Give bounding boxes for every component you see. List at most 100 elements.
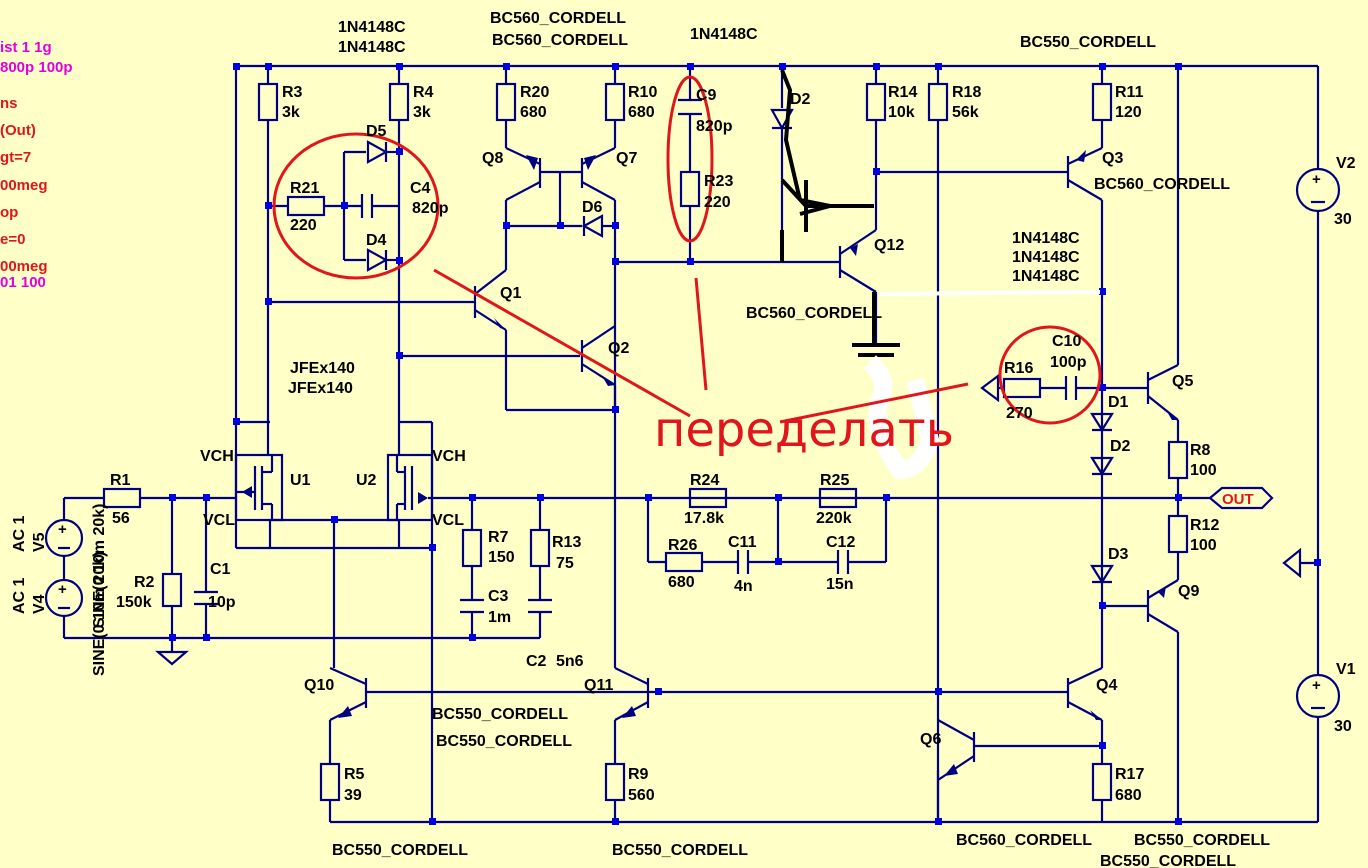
diode-D4: [366, 248, 389, 272]
label: AC 1: [11, 577, 28, 614]
label: D6: [582, 199, 603, 216]
svg-text:+: +: [58, 521, 67, 538]
junction-nodes: [169, 63, 1321, 825]
diode-D5: [366, 140, 389, 164]
label: 1N4148C: [1012, 268, 1080, 285]
label: BC550_CORDELL: [1020, 34, 1156, 51]
capacitor-C13: [528, 598, 552, 614]
label: 680: [668, 574, 695, 591]
resistor-R18: [927, 82, 949, 122]
label: VCH: [200, 448, 234, 465]
label: BC560_CORDELL: [490, 10, 626, 27]
label: R23: [704, 173, 733, 190]
label: 17.8k: [684, 510, 724, 527]
label: 220: [290, 217, 317, 234]
label: BC550_CORDELL: [1100, 853, 1236, 868]
annotation-text: переделать: [654, 402, 954, 458]
label: 680: [1115, 787, 1142, 804]
transistor-Q7: [580, 147, 616, 201]
label: BC550_CORDELL: [612, 842, 748, 859]
label: D2: [790, 91, 811, 108]
diode-D3: [1090, 564, 1114, 585]
directive-line: 800p 100p: [0, 59, 73, 76]
label: BC560_CORDELL: [1094, 176, 1230, 193]
label: R4: [413, 84, 434, 101]
label: Q2: [608, 340, 629, 357]
label: R26: [668, 537, 697, 554]
label: Q12: [874, 237, 904, 254]
label: JFEx140: [290, 360, 355, 377]
ground-icon: [155, 650, 189, 666]
label: R3: [282, 84, 303, 101]
resistor-R4: [388, 82, 410, 122]
resistor-R10: [604, 82, 626, 122]
directive-line: e=0: [0, 231, 25, 248]
label: R18: [952, 84, 981, 101]
transistor-Q3: [1066, 147, 1103, 201]
label: C10: [1052, 333, 1081, 350]
label: 1N4148C: [338, 19, 406, 36]
resistor-R17: [1091, 762, 1113, 802]
capacitor-C10: [1064, 376, 1078, 400]
label: 820p: [696, 118, 733, 135]
resistor-R26: [664, 551, 704, 573]
transistor-Q9: [1146, 579, 1179, 633]
label: Q5: [1172, 373, 1193, 390]
resistor-R20: [495, 82, 517, 122]
label: 100: [1190, 537, 1217, 554]
label: R16: [1004, 360, 1033, 377]
wires: [62, 64, 1320, 824]
label: 120: [1115, 104, 1142, 121]
label: 220: [704, 194, 731, 211]
source-V1: +: [1295, 673, 1341, 719]
label: JFEx140: [288, 380, 353, 397]
capacitor-C1: [194, 590, 218, 606]
label: 150k: [116, 594, 152, 611]
label: 3k: [413, 104, 431, 121]
label: C9: [696, 87, 717, 104]
transistor-Q1: [473, 269, 507, 331]
capacitor-C11: [736, 550, 750, 574]
ground-symbols: [155, 373, 1302, 666]
transistor-Q10: [329, 666, 368, 721]
source-V4: +: [44, 578, 84, 618]
hand-edits: [780, 69, 1101, 480]
label: 5n6: [556, 653, 584, 670]
resistor-R1: [102, 487, 142, 509]
label: BC550_CORDELL: [432, 706, 568, 723]
label: Q4: [1096, 677, 1117, 694]
resistor-R7: [461, 528, 483, 568]
label: 39: [344, 787, 362, 804]
label: BC550_CORDELL: [436, 733, 572, 750]
label: D3: [1108, 546, 1129, 563]
label: 150: [488, 549, 515, 566]
label: U1: [290, 472, 311, 489]
label: 1m: [488, 609, 511, 626]
label: 30: [1334, 718, 1352, 735]
label: U2: [356, 472, 377, 489]
label: BC560_CORDELL: [956, 832, 1092, 849]
directive-line: ns: [0, 95, 18, 112]
label: R5: [344, 766, 365, 783]
label: D1: [1108, 394, 1129, 411]
svg-text:+: +: [1312, 171, 1321, 188]
label: R2: [134, 574, 155, 591]
label: Q1: [500, 285, 521, 302]
label: R1: [110, 472, 131, 489]
transistor-Q5: [1146, 364, 1179, 421]
label: R10: [628, 84, 657, 101]
label: R13: [552, 534, 581, 551]
resistor-R3: [257, 82, 279, 122]
capacitor-C3: [460, 598, 484, 614]
label: Q9: [1178, 583, 1199, 600]
label: D4: [366, 232, 387, 249]
resistor-R14: [865, 82, 887, 122]
directive-line: 00meg: [0, 177, 48, 194]
jfet-U1: [234, 453, 284, 522]
spice-directives: ist 1 1g 800p 100p ns (Out) gt=7 00meg o…: [0, 39, 73, 291]
label: R20: [520, 84, 549, 101]
label: VCL: [432, 512, 464, 529]
label: BC550_CORDELL: [332, 842, 468, 859]
capacitors: [194, 98, 1078, 614]
directive-line: gt=7: [0, 149, 31, 166]
